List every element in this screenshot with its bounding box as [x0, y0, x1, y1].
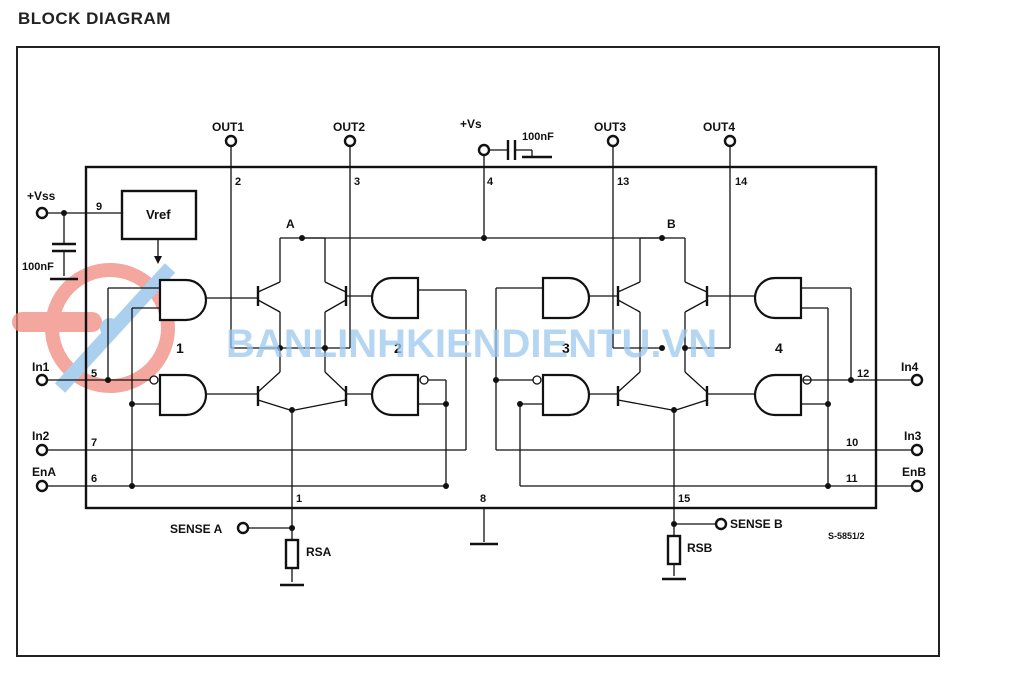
sense-a-label: SENSE A — [170, 522, 223, 536]
out1-terminal — [224, 134, 238, 348]
in3-label: In3 — [904, 429, 922, 443]
in1-label: In1 — [32, 360, 50, 374]
rsb-label: RSB — [687, 541, 713, 555]
enb-label: EnB — [902, 465, 926, 479]
channel-4-label: 4 — [775, 340, 783, 356]
right-input-wiring — [493, 287, 912, 489]
out4-terminal — [723, 134, 737, 348]
vss-label: +Vss — [27, 189, 56, 203]
drawing-code: S-5851/2 — [828, 531, 865, 541]
sense-b-network — [662, 517, 728, 581]
and-gate-3b — [541, 373, 591, 417]
vref-label: Vref — [146, 207, 171, 222]
pin-2: 2 — [235, 176, 241, 188]
ic-outline — [84, 165, 878, 510]
ground-pin8 — [470, 508, 498, 546]
and-gate-3a — [541, 276, 591, 320]
channel-3-label: 3 — [562, 340, 570, 356]
out3-terminal — [606, 134, 620, 348]
pin-10: 10 — [846, 437, 858, 449]
vs-label: +Vs — [460, 117, 482, 131]
page-title: BLOCK DIAGRAM — [18, 9, 171, 28]
out4-label: OUT4 — [703, 120, 735, 134]
out2-label: OUT2 — [333, 120, 365, 134]
out2-terminal — [343, 134, 357, 348]
watermark-text: BANLINHKIENDIENTU.VN — [226, 322, 717, 366]
pin-7: 7 — [91, 437, 97, 449]
pin-9: 9 — [96, 201, 102, 213]
pin-6: 6 — [91, 473, 97, 485]
channel-1-label: 1 — [176, 340, 184, 356]
diagram-frame — [16, 46, 940, 657]
ena-terminal — [35, 479, 49, 493]
pin-14: 14 — [735, 176, 748, 188]
cap-vs-label: 100nF — [522, 131, 554, 143]
node-a-label: A — [286, 217, 295, 231]
and-gate-1a — [158, 278, 208, 322]
pin-11: 11 — [846, 473, 858, 485]
ena-label: EnA — [32, 465, 56, 479]
bridge-a — [231, 237, 350, 528]
pin-5: 5 — [91, 368, 97, 380]
sense-b-label: SENSE B — [730, 517, 783, 531]
pin-13: 13 — [617, 176, 629, 188]
out3-label: OUT3 — [594, 120, 626, 134]
vref-block — [120, 189, 198, 241]
and-gate-2a — [370, 276, 420, 320]
and-gate-4a — [753, 276, 803, 320]
in4-label: In4 — [901, 360, 919, 374]
and-gate-1b — [158, 373, 208, 417]
left-input-wiring — [47, 287, 467, 489]
in3-terminal — [910, 443, 924, 457]
out1-label: OUT1 — [212, 120, 244, 134]
vs-terminal — [477, 140, 552, 238]
sense-a-network — [236, 521, 304, 587]
bridge-b — [613, 237, 730, 524]
pin-3: 3 — [354, 176, 360, 188]
vss-supply — [35, 206, 122, 281]
in2-label: In2 — [32, 429, 50, 443]
pin-15: 15 — [678, 493, 690, 505]
and-gate-2b — [370, 373, 420, 417]
pin-8: 8 — [480, 493, 486, 505]
in4-terminal — [910, 373, 924, 387]
channel-2-label: 2 — [394, 340, 402, 356]
pin-12: 12 — [857, 368, 869, 380]
pin-1: 1 — [296, 493, 302, 505]
cap-vss-label: 100nF — [22, 261, 54, 273]
node-b-label: B — [667, 217, 676, 231]
in2-terminal — [35, 443, 49, 457]
and-gate-4b — [753, 373, 803, 417]
rsa-label: RSA — [306, 545, 332, 559]
pin-4: 4 — [487, 176, 494, 188]
enb-terminal — [910, 479, 924, 493]
in1-terminal — [35, 373, 49, 387]
